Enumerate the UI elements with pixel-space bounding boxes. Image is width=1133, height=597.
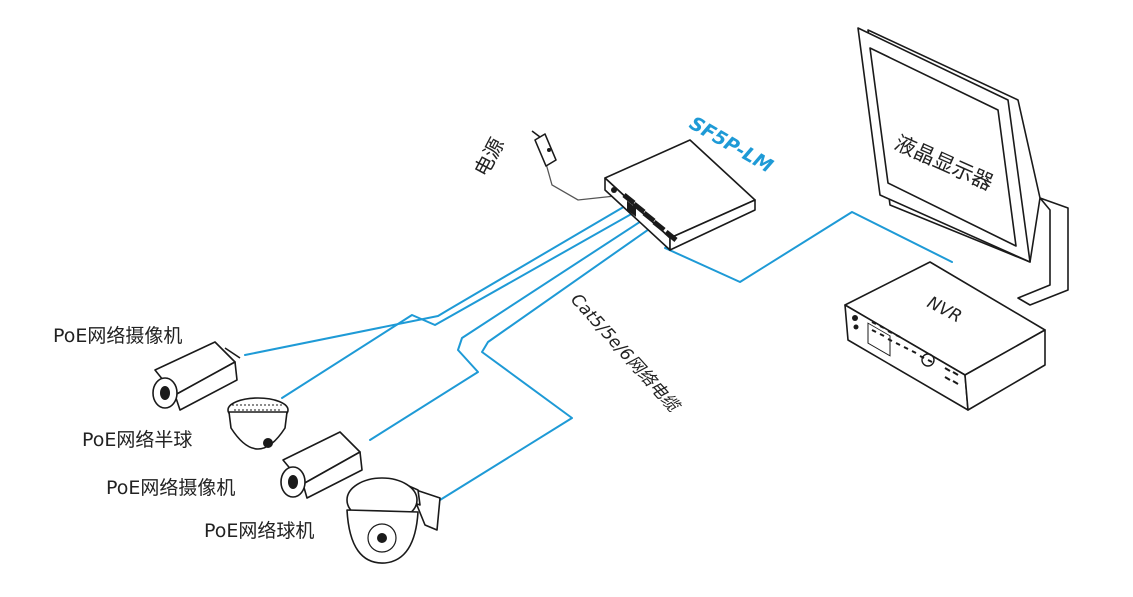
cable-dome xyxy=(281,207,643,399)
nvr-recorder-icon: NVR xyxy=(844,261,1046,411)
bullet-camera-icon xyxy=(152,341,241,411)
lcd-monitor-icon: 液晶显示器 xyxy=(857,27,1069,306)
speed-dome-label: PoE网络球机 xyxy=(204,520,314,542)
cable-camera-2 xyxy=(369,213,653,441)
power-label: 电源 xyxy=(469,134,509,181)
camera-2-label: PoE网络摄像机 xyxy=(106,477,235,499)
switch-ports xyxy=(611,187,678,242)
power-cord xyxy=(544,159,616,201)
cable-camera-1 xyxy=(244,201,633,356)
speed-dome-camera-icon xyxy=(346,477,441,564)
bullet-camera-icon xyxy=(280,431,363,499)
camera-1-label: PoE网络摄像机 xyxy=(53,325,182,347)
cable-speed-dome xyxy=(439,219,663,501)
network-switch-icon xyxy=(604,139,756,251)
dome-label: PoE网络半球 xyxy=(82,429,192,451)
dome-camera-icon xyxy=(227,397,289,450)
nvr-front-panel xyxy=(852,315,959,385)
power-adapter-icon xyxy=(531,130,557,167)
cable-type-label: Cat5/5e/6网络电缆 xyxy=(566,290,684,418)
